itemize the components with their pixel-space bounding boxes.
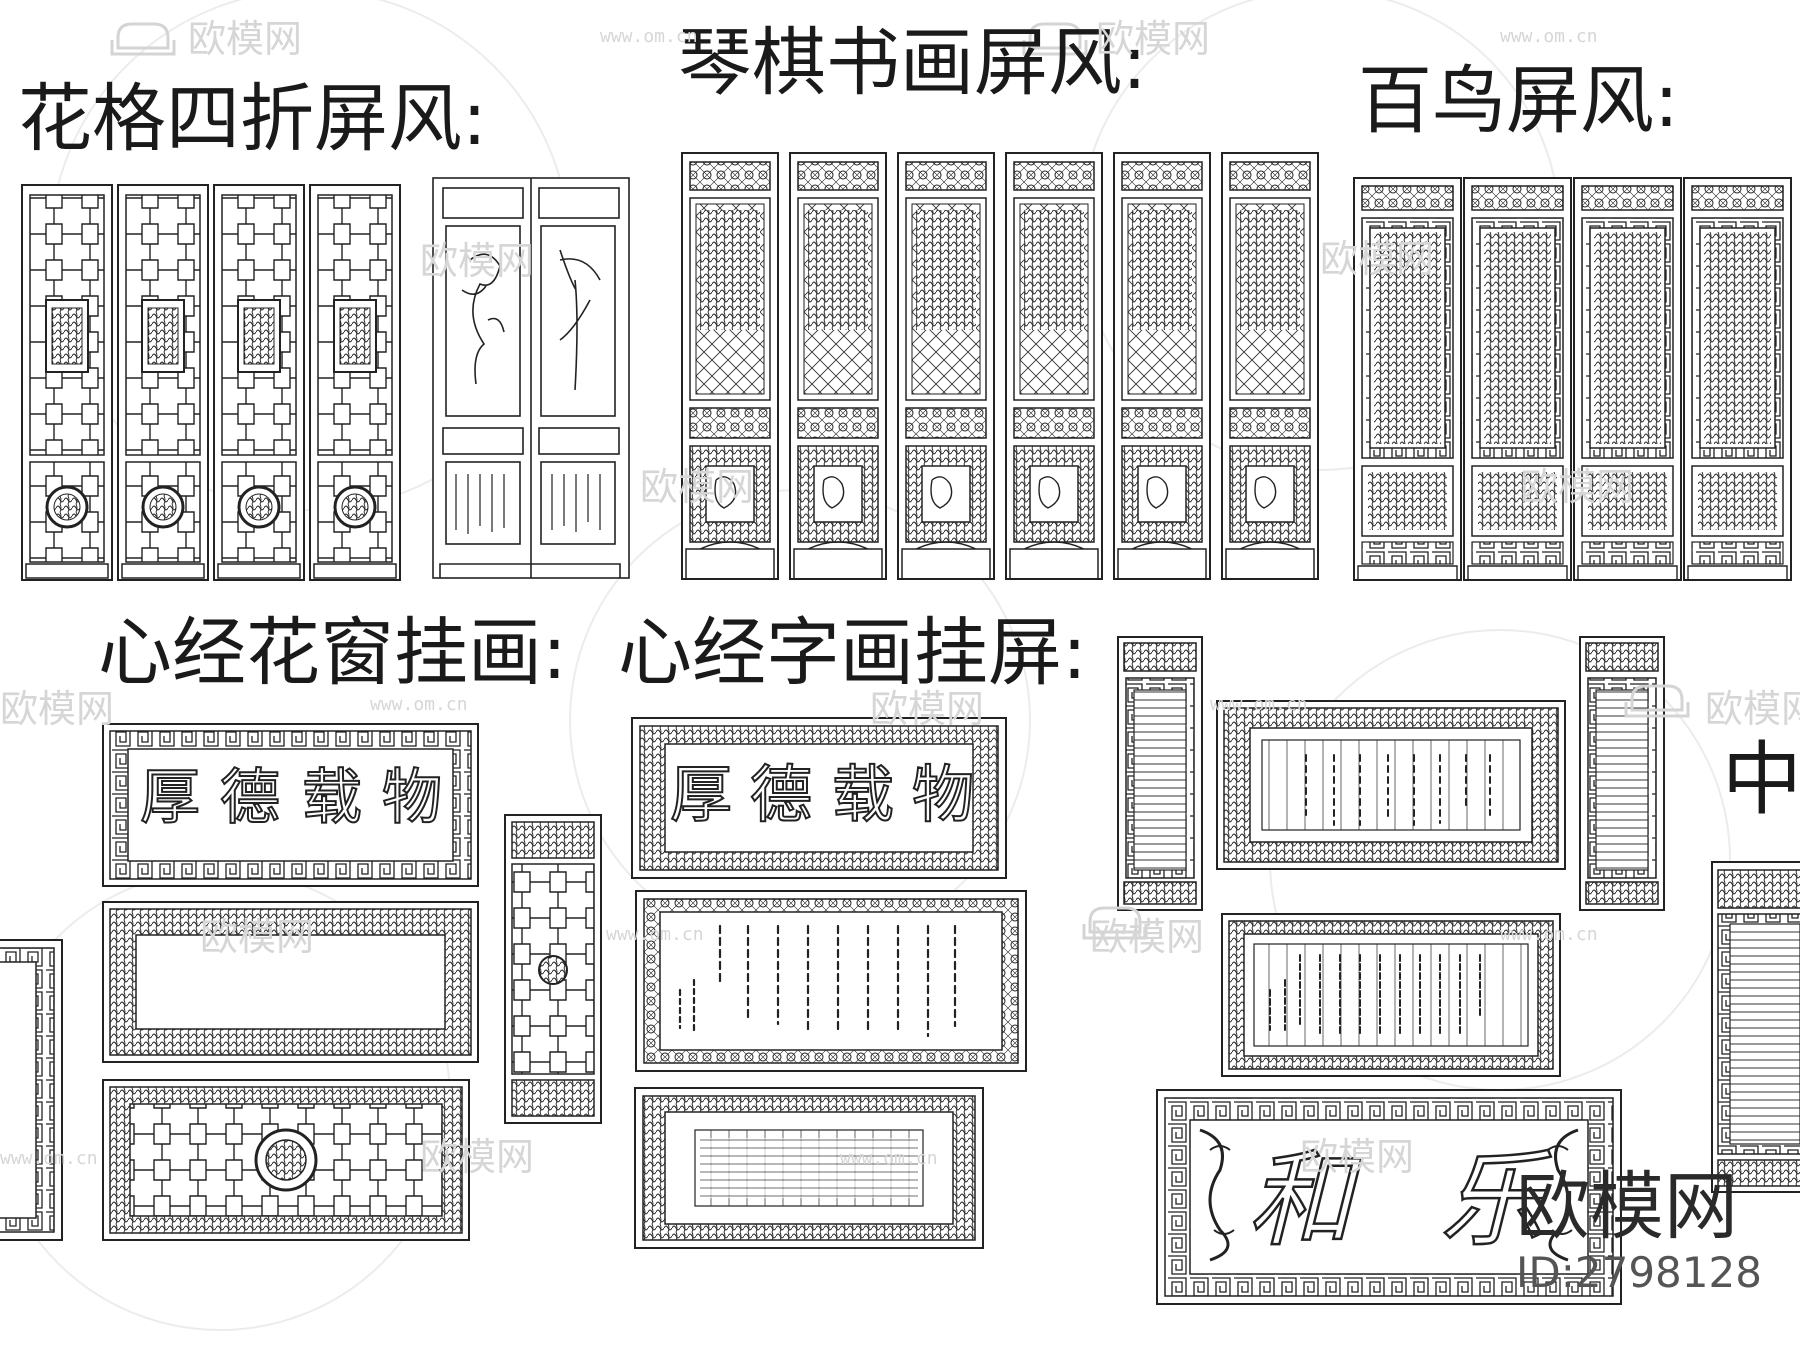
watermark-logo-6: 欧模网 <box>1520 465 1635 509</box>
right-calligraphy-panels <box>1117 636 1800 1305</box>
qin-qi-shu-hua-screen <box>681 152 1319 580</box>
title-partial-zhong: 中 <box>1722 733 1800 826</box>
flower-two-panel-screen <box>432 177 630 579</box>
watermark-url-7: www.om.cn <box>0 1148 98 1169</box>
heart-sutra-calligraphy-panels <box>631 717 1027 1249</box>
watermark-url-3: www.om.cn <box>370 694 468 715</box>
watermark-url-4: www.om.cn <box>1210 694 1308 715</box>
watermark-logo-13: 欧模网 <box>1300 1135 1415 1179</box>
plaque-middle-char-de: 德 <box>749 758 813 831</box>
plaque-middle-char-zai: 载 <box>831 758 895 831</box>
plaque-bottom-char-he: 和 <box>1247 1139 1354 1261</box>
plaque-left-char-zai: 载 <box>301 763 363 833</box>
watermark-logo-11: 欧模网 <box>1090 915 1205 959</box>
hundred-birds-screen <box>1353 177 1792 581</box>
title-heart-sutra-calligraphy-screen: 心经字画挂屏: <box>618 610 1087 696</box>
sofa-logo-icon <box>110 22 1690 940</box>
title-lattice-four-fold-screen: 花格四折屏风: <box>18 76 487 162</box>
plaque-left-char-hou: 厚 <box>139 763 201 833</box>
watermark-url-2: www.om.cn <box>1500 26 1598 47</box>
plaque-middle-char-wu: 物 <box>911 758 975 831</box>
title-qin-qi-shu-hua-screen: 琴棋书画屏风: <box>678 20 1147 106</box>
plaque-left-char-de: 德 <box>219 763 281 833</box>
watermark-logo-7: 欧模网 <box>0 687 115 731</box>
watermark-url-5: www.om.cn <box>606 924 704 945</box>
plaque-bottom-char-le: 乐 <box>1439 1139 1546 1261</box>
watermark-url-6: www.om.cn <box>1500 924 1598 945</box>
watermark-logo-12: 欧模网 <box>420 1135 535 1179</box>
title-hundred-birds-screen: 百鸟屏风: <box>1358 58 1679 144</box>
heart-sutra-window-paintings <box>0 723 602 1241</box>
brand-logo: 欧模网 <box>1516 1164 1738 1250</box>
title-heart-sutra-window-painting: 心经花窗挂画: <box>98 610 567 696</box>
watermark-logo-4: 欧模网 <box>1320 237 1435 281</box>
watermark-logo-3: 欧模网 <box>420 239 535 283</box>
watermark-url-8: www.om.cn <box>840 1148 938 1169</box>
watermark-url-1: www.om.cn <box>600 26 698 47</box>
watermark-logo-10: 欧模网 <box>200 915 315 959</box>
watermark-logo-1: 欧模网 <box>188 17 303 61</box>
watermark-logo-2: 欧模网 <box>1096 17 1211 61</box>
plaque-middle-char-hou: 厚 <box>669 758 733 831</box>
watermark-logo-8: 欧模网 <box>870 687 985 731</box>
plaque-left-char-wu: 物 <box>381 763 443 833</box>
watermark-logo-9: 欧模网 <box>1705 687 1800 731</box>
watermark-logo-5: 欧模网 <box>640 465 755 509</box>
brand-id: ID:2798128 <box>1516 1248 1762 1297</box>
lattice-four-fold-screen <box>21 183 402 582</box>
